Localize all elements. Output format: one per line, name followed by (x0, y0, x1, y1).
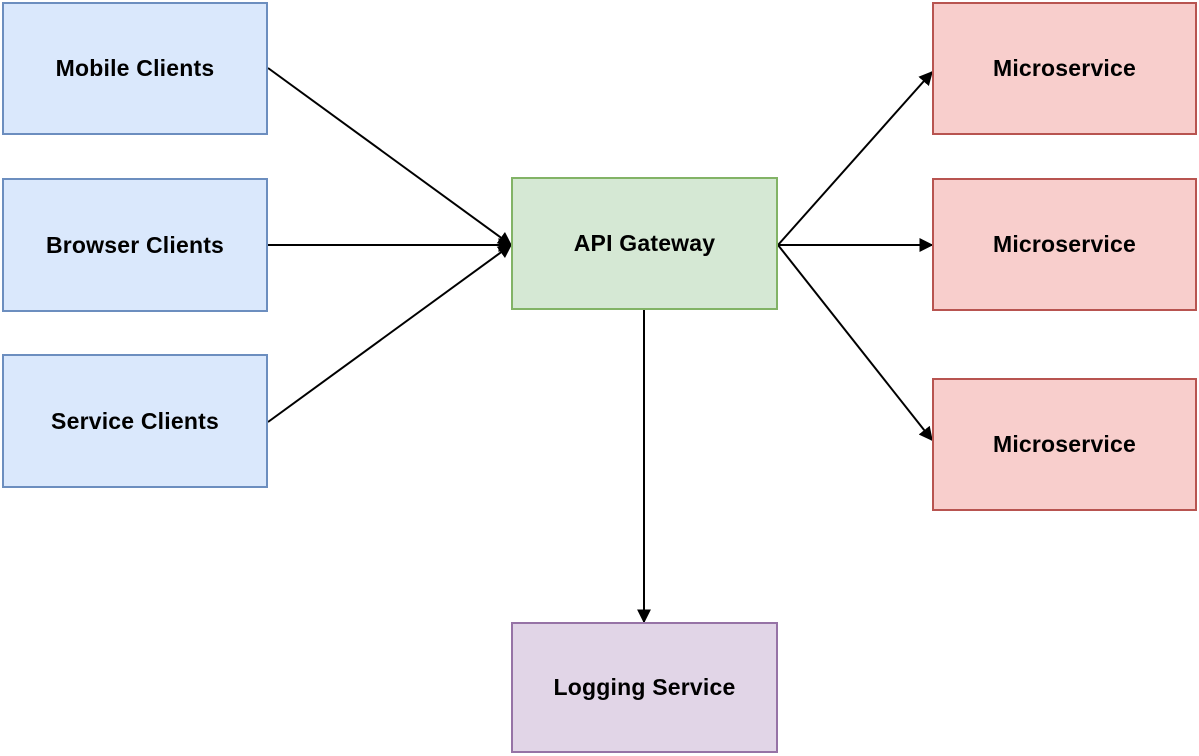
edge-api-gateway-to-microservice-3 (777, 244, 933, 442)
node-microservice-3: Microservice (932, 378, 1197, 511)
node-service-clients: Service Clients (2, 354, 268, 488)
node-api-gateway: API Gateway (511, 177, 778, 310)
node-label-api-gateway: API Gateway (573, 230, 716, 256)
node-label-service-clients: Service Clients (51, 407, 219, 434)
node-logging-service: Logging Service (511, 622, 778, 753)
node-mobile-clients: Mobile Clients (2, 2, 268, 135)
edge-service-clients-to-api-gateway (267, 244, 513, 423)
node-label-mobile-clients: Mobile Clients (55, 55, 215, 81)
node-label-browser-clients: Browser Clients (45, 231, 225, 258)
node-label-microservice-1: Microservice (992, 55, 1137, 81)
edge-mobile-clients-to-api-gateway (267, 67, 513, 246)
node-label-microservice-2: Microservice (992, 231, 1137, 257)
node-label-microservice-3: Microservice (992, 431, 1137, 457)
edge-api-gateway-to-microservice-1 (777, 70, 933, 246)
node-browser-clients: Browser Clients (2, 178, 268, 312)
edge-group (267, 67, 934, 624)
node-label-logging-service: Logging Service (553, 674, 736, 700)
node-microservice-2: Microservice (932, 178, 1197, 311)
node-microservice-1: Microservice (932, 2, 1197, 135)
